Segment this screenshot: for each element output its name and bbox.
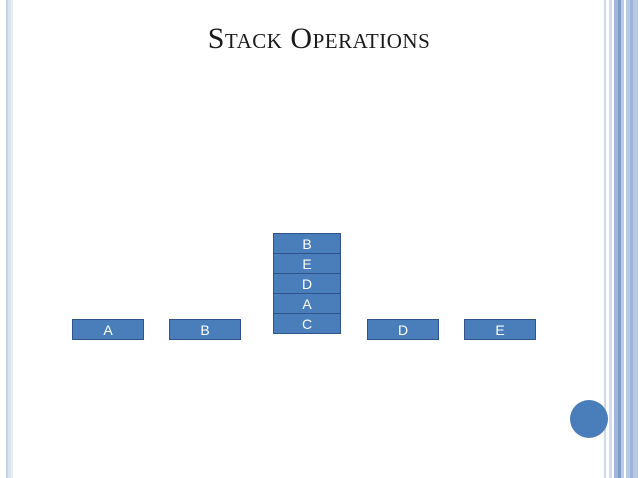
element-box-label: A — [103, 321, 113, 338]
left-edge-stripe-2 — [8, 0, 11, 478]
left-edge-stripe-1 — [6, 0, 8, 478]
stack-cell-top: B — [273, 233, 341, 254]
stack-cell-2: E — [273, 253, 341, 274]
left-edge-stripe-3 — [11, 0, 13, 478]
right-edge-stripe-6 — [618, 0, 621, 478]
element-box-a: A — [72, 319, 144, 340]
accent-circle-shape — [570, 400, 608, 438]
stack-column: B E D A C — [273, 233, 341, 334]
element-box-label: E — [495, 321, 505, 338]
right-edge-stripe-7 — [621, 0, 624, 478]
right-edge-stripe-3 — [609, 0, 612, 478]
stack-cell-label: E — [302, 255, 312, 272]
stack-cell-label: A — [302, 295, 312, 312]
right-edge-stripe-2 — [606, 0, 609, 478]
right-edge-stripe-8 — [624, 0, 626, 478]
right-edge-stripe-10 — [630, 0, 633, 478]
right-edge-stripe-9 — [626, 0, 630, 478]
element-box-b: B — [169, 319, 241, 340]
right-edge-stripe-5 — [614, 0, 618, 478]
stack-cell-label: B — [302, 235, 312, 252]
element-box-e: E — [464, 319, 536, 340]
right-edge-stripe-1 — [604, 0, 606, 478]
right-edge-stripe-4 — [612, 0, 614, 478]
stack-cell-4: A — [273, 293, 341, 314]
slide-title: Stack Operations — [207, 22, 431, 55]
right-edge-stripe-11 — [633, 0, 638, 478]
stack-cell-3: D — [273, 273, 341, 294]
stack-cell-bottom: C — [273, 313, 341, 334]
stack-cell-label: C — [301, 315, 313, 332]
element-box-label: D — [397, 321, 409, 338]
element-box-d: D — [367, 319, 439, 340]
stack-cell-label: D — [301, 275, 313, 292]
element-box-label: B — [200, 321, 210, 338]
